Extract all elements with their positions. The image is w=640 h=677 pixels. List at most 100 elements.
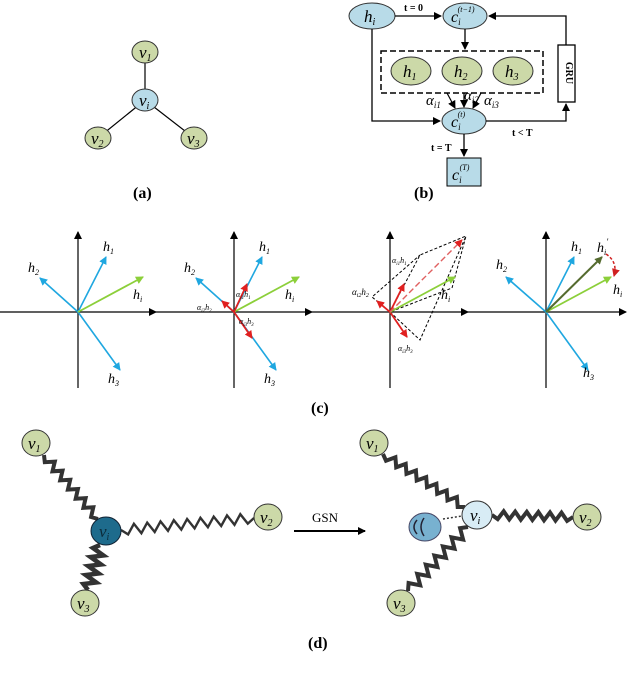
svg-text:h3: h3 bbox=[264, 372, 275, 388]
arrow-a3 bbox=[472, 92, 482, 109]
vec-hi bbox=[77, 276, 144, 313]
svg-text:v1: v1 bbox=[139, 43, 152, 64]
node-h3: h3 bbox=[492, 56, 534, 86]
vec-h1 bbox=[545, 256, 575, 313]
vec-a1h1 bbox=[389, 283, 405, 313]
node-d-right-v2: v2 bbox=[572, 503, 602, 531]
node-c-t: ci(t) bbox=[441, 107, 487, 135]
vec-hi-prime bbox=[545, 256, 603, 313]
svg-text:hi: hi bbox=[133, 288, 142, 304]
c-plot-4: h1 h2 h3 hi hi' bbox=[468, 231, 627, 388]
move-dots bbox=[442, 515, 463, 520]
svg-text:h2: h2 bbox=[184, 261, 195, 277]
vec-h3 bbox=[77, 311, 121, 371]
node-c-prev: ci(t−1) bbox=[442, 2, 488, 30]
node-v3: v3 bbox=[180, 126, 208, 150]
node-d-right-ghost bbox=[408, 512, 442, 542]
svg-text:v2: v2 bbox=[579, 508, 592, 529]
label-t-eq-T: t = T bbox=[431, 143, 452, 154]
node-d-left-v1: v1 bbox=[21, 429, 51, 457]
c-plot-2: h1 h2 h3 hi αi1h1 αi2h2 αi3h3 bbox=[156, 231, 313, 388]
svg-text:hi: hi bbox=[441, 288, 450, 304]
svg-text:hi: hi bbox=[285, 288, 294, 304]
svg-text:h1: h1 bbox=[403, 62, 417, 83]
svg-text:hi': hi' bbox=[597, 237, 609, 257]
arrow-gru-to-cprev bbox=[488, 12, 567, 45]
svg-text:αi2h2: αi2h2 bbox=[352, 287, 369, 299]
svg-text:αi1h1: αi1h1 bbox=[236, 290, 251, 301]
vec-a3h3 bbox=[389, 311, 408, 338]
caption-d: (d) bbox=[308, 635, 328, 652]
label-t-lt-T: t < T bbox=[512, 128, 533, 139]
node-d-left-vi: vi bbox=[90, 516, 122, 546]
svg-text:v2: v2 bbox=[91, 129, 104, 150]
vec-a3h3 bbox=[233, 311, 253, 339]
panel-c: h1 h2 h3 hi h1 h2 h3 hi αi1h1 αi2h2 αi3h… bbox=[0, 231, 627, 417]
vec-h3 bbox=[545, 311, 589, 371]
svg-text:v2: v2 bbox=[260, 508, 273, 529]
svg-text:v1: v1 bbox=[28, 434, 41, 455]
caption-b: (b) bbox=[414, 185, 434, 202]
node-d-left-v2: v2 bbox=[253, 503, 283, 531]
c-plot-3: hi αi1h1 αi2h2 αi3h3 bbox=[312, 231, 469, 388]
caption-c: (c) bbox=[311, 400, 329, 417]
svg-text:v3: v3 bbox=[393, 594, 406, 615]
panel-d: v1 vi v2 v3 GSN v1 v2 v3 bbox=[21, 429, 602, 652]
vec-a2h2 bbox=[376, 300, 391, 313]
node-d-right-v3: v3 bbox=[386, 589, 416, 617]
spring-right-1 bbox=[381, 453, 465, 509]
spring-right-3 bbox=[406, 525, 469, 592]
arrow-a1 bbox=[446, 92, 456, 109]
vec-weighted-sum bbox=[389, 239, 463, 313]
vec-hi bbox=[389, 276, 456, 313]
svg-text:ci(t−1): ci(t−1) bbox=[451, 5, 475, 27]
svg-text:h2: h2 bbox=[454, 62, 468, 83]
vec-hi bbox=[545, 276, 612, 313]
svg-text:v3: v3 bbox=[77, 594, 90, 615]
node-h2: h2 bbox=[441, 56, 483, 86]
node-d-right-v1: v1 bbox=[359, 429, 389, 457]
svg-text:GRU: GRU bbox=[563, 62, 574, 84]
c-plot-1: h1 h2 h3 hi bbox=[0, 231, 157, 388]
svg-text:h3: h3 bbox=[108, 372, 119, 388]
label-alpha-i1: αi1 bbox=[426, 93, 441, 110]
sum-guide-3 bbox=[389, 235, 467, 341]
node-v1: v1 bbox=[131, 40, 159, 64]
node-d-left-v3: v3 bbox=[70, 589, 100, 617]
svg-text:h1: h1 bbox=[103, 240, 114, 256]
svg-text:αi2h2: αi2h2 bbox=[197, 303, 212, 314]
sum-parallelogram bbox=[388, 235, 467, 313]
svg-text:v1: v1 bbox=[366, 434, 379, 455]
panel-b: hi ci(t−1) t = 0 h1 h2 h3 GRU bbox=[348, 2, 576, 202]
label-alpha-i2: αi2 bbox=[464, 88, 479, 105]
arrow-hi-to-ct bbox=[371, 29, 441, 125]
svg-text:αi1h1: αi1h1 bbox=[392, 256, 407, 267]
svg-text:h1: h1 bbox=[259, 240, 270, 256]
vec-hi bbox=[233, 276, 300, 313]
spring-left-1 bbox=[42, 454, 99, 521]
svg-text:vi: vi bbox=[139, 91, 150, 112]
node-c-T: ci(T) bbox=[446, 157, 482, 187]
label-t0: t = 0 bbox=[404, 3, 423, 14]
gru-box: GRU bbox=[557, 44, 576, 103]
node-vi: vi bbox=[131, 88, 159, 112]
svg-text:αi3h3: αi3h3 bbox=[398, 344, 413, 355]
vec-h1 bbox=[77, 256, 107, 313]
svg-text:v3: v3 bbox=[187, 129, 200, 150]
vec-h2 bbox=[39, 277, 79, 313]
svg-text:hi: hi bbox=[613, 283, 622, 299]
node-d-right-vi: vi bbox=[461, 500, 493, 530]
spring-right-2 bbox=[490, 507, 575, 525]
node-h1: h1 bbox=[390, 56, 432, 86]
panel-a: v1 vi v2 v3 (a) bbox=[84, 40, 208, 202]
svg-text:h3: h3 bbox=[583, 366, 594, 382]
spring-left-2 bbox=[120, 512, 255, 537]
vec-a2h2 bbox=[221, 300, 235, 313]
svg-text:ci(t): ci(t) bbox=[451, 110, 466, 132]
neighbor-box bbox=[380, 50, 544, 94]
rotation-arc bbox=[605, 253, 620, 277]
vec-a1h1 bbox=[233, 283, 248, 313]
label-alpha-i3: αi3 bbox=[484, 93, 499, 110]
spring-left-3 bbox=[79, 542, 110, 592]
node-v2: v2 bbox=[84, 126, 112, 150]
